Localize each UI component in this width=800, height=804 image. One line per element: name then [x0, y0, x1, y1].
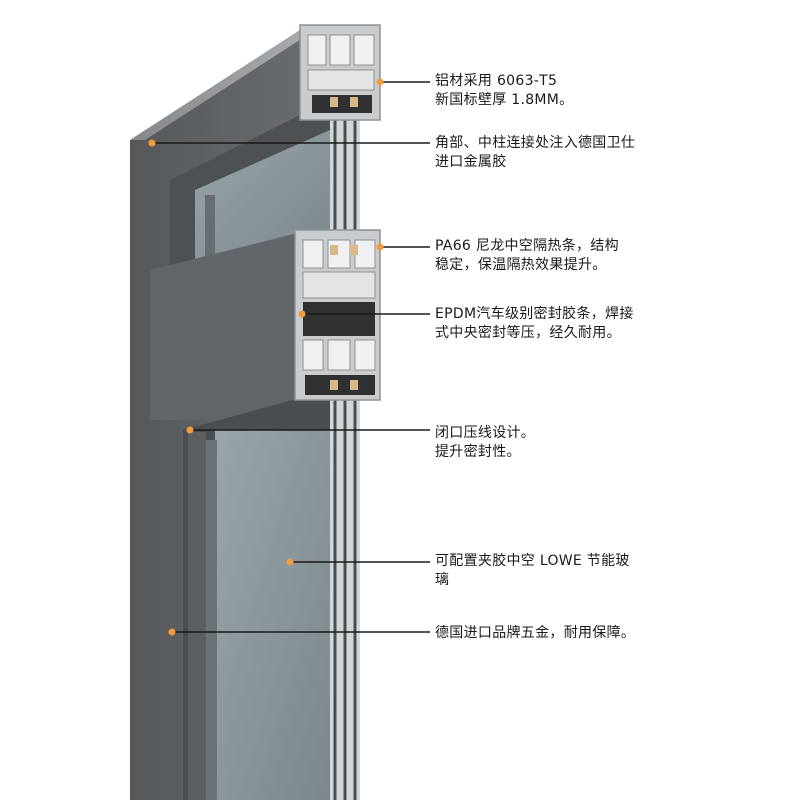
- lower-pane-bead: [205, 440, 217, 800]
- upper-pane-glass: [195, 130, 330, 262]
- callout-dot-aluminum: [376, 78, 384, 86]
- callout-glass: 可配置夹胶中空 LOWE 节能玻 璃: [435, 553, 630, 588]
- callout-epdm: EPDM汽车级别密封胶条，焊接 式中央密封等压，经久耐用。: [435, 306, 634, 341]
- frame-top-bevel: [130, 30, 315, 140]
- transom-bar: [150, 230, 330, 420]
- callout-corner-glue: 角部、中柱连接处注入德国卫仕 进口金属胶: [435, 135, 636, 170]
- callout-bead: 闭口压线设计。 提升密封性。: [435, 425, 536, 460]
- callout-dot-bead: [186, 426, 194, 434]
- callout-dot-pa66: [376, 243, 384, 251]
- middle-profile-section: [294, 229, 381, 401]
- upper-pane-bead: [205, 195, 215, 265]
- callout-aluminum: 铝材采用 6063-T5 新国标壁厚 1.8MM。: [435, 73, 574, 108]
- lower-pane-edge: [188, 432, 206, 800]
- callout-dot-epdm: [298, 310, 306, 318]
- lower-pane-glass: [215, 430, 330, 800]
- top-profile-section: [299, 24, 381, 121]
- callout-leaders: [148, 78, 430, 636]
- callout-dot-corner-glue: [148, 139, 156, 147]
- callout-pa66: PA66 尼龙中空隔热条，结构 稳定，保温隔热效果提升。: [435, 238, 619, 273]
- callout-dot-glass: [286, 558, 294, 566]
- callout-hardware: 德国进口品牌五金，耐用保障。: [435, 625, 636, 641]
- callout-dot-hardware: [168, 628, 176, 636]
